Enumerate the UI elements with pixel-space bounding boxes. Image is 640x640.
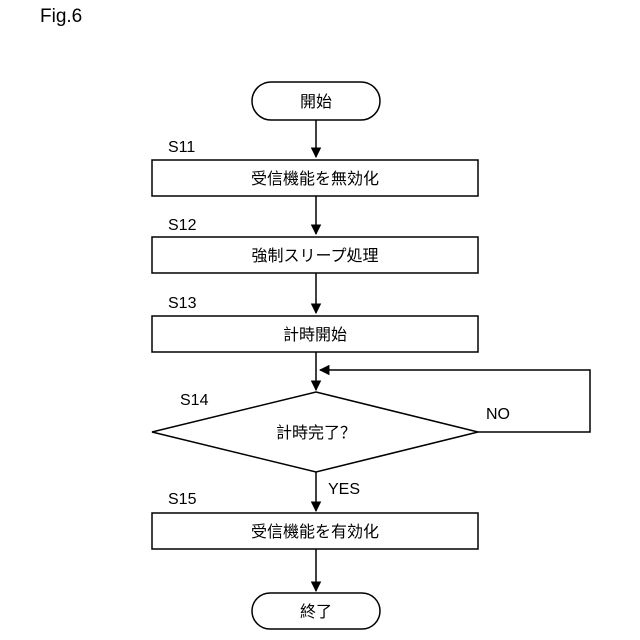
start-terminator: 開始: [252, 82, 380, 120]
process-box-s15: 受信機能を有効化: [152, 513, 478, 549]
branch-label-yes: YES: [328, 481, 360, 498]
end-terminator: 終了: [252, 593, 380, 629]
step-id-s12: S12: [168, 217, 197, 234]
branch-label-no: NO: [486, 406, 510, 423]
step-id-s11: S11: [168, 139, 195, 156]
process-text-s11: 受信機能を無効化: [251, 169, 379, 188]
process-box-s11: 受信機能を無効化: [152, 160, 478, 196]
process-box-s13: 計時開始: [152, 316, 478, 352]
step-id-s14: S14: [180, 392, 209, 409]
process-text-s12: 強制スリープ処理: [251, 246, 378, 265]
step-id-s15: S15: [168, 491, 197, 508]
start-label: 開始: [300, 92, 332, 111]
decision-text-s14: 計時完了？: [276, 423, 356, 442]
process-text-s13: 計時開始: [283, 325, 347, 344]
step-id-s13: S13: [168, 295, 197, 312]
end-label: 終了: [300, 602, 332, 621]
process-text-s15: 受信機能を有効化: [251, 522, 379, 541]
process-box-s12: 強制スリープ処理: [152, 237, 478, 273]
